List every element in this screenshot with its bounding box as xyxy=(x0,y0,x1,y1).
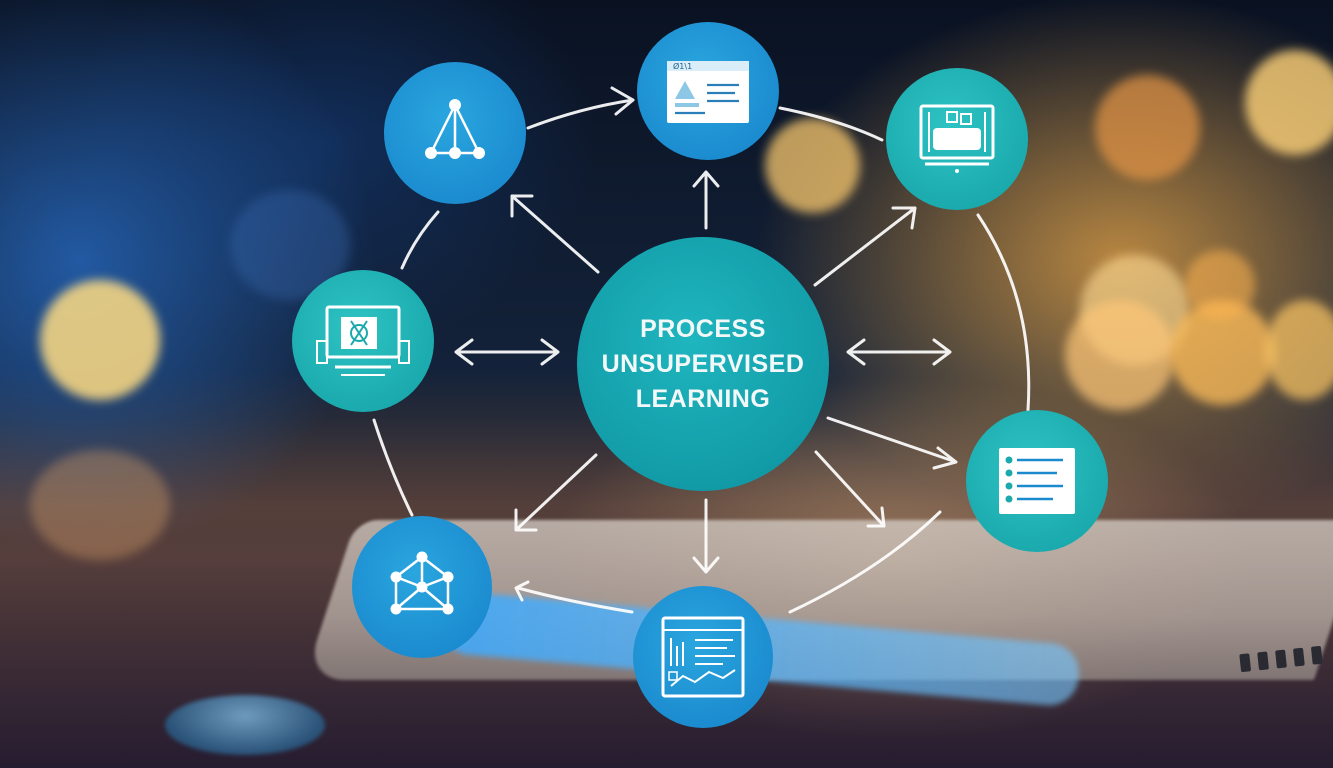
arrow-right-down xyxy=(826,416,958,470)
ring-arc xyxy=(976,213,1031,412)
bokeh-light xyxy=(1185,250,1255,320)
dashboard-icon xyxy=(661,616,745,698)
bokeh-light xyxy=(1095,75,1200,180)
bokeh-light xyxy=(1265,300,1333,400)
center-line-2: UNSUPERVISED xyxy=(601,349,805,378)
arrow-up xyxy=(692,170,720,230)
ring-arc xyxy=(788,510,942,614)
arrow-down xyxy=(692,498,720,574)
ring-arc xyxy=(526,98,635,130)
bokeh-light xyxy=(40,280,160,400)
bokeh-light xyxy=(1245,50,1333,155)
arrow-left-double xyxy=(454,338,560,366)
node-web-document: Ø1\1 xyxy=(637,22,779,160)
node-desktop-monitor xyxy=(292,270,434,412)
arrow-down-left xyxy=(514,453,598,532)
cube-graph-icon xyxy=(390,551,454,615)
desktop-monitor-icon xyxy=(316,305,410,376)
laptop-screen-icon xyxy=(919,104,995,173)
web-document-icon: Ø1\1 xyxy=(667,61,749,123)
web-document-caption: Ø1\1 xyxy=(673,61,692,71)
node-cube-graph xyxy=(352,516,492,658)
checklist-icon xyxy=(999,448,1075,514)
arrow-upright xyxy=(813,206,917,287)
center-line-1: PROCESS xyxy=(640,314,766,343)
node-network-triangle xyxy=(384,62,526,204)
bokeh-light xyxy=(765,118,860,213)
ring-arc xyxy=(372,418,414,517)
arrowhead xyxy=(514,580,530,602)
arrow-right-double xyxy=(846,338,952,366)
ring-arc xyxy=(400,210,440,270)
glowing-puck xyxy=(165,695,325,755)
arrow-upleft xyxy=(510,194,600,274)
ring-arc xyxy=(516,586,634,614)
node-laptop-display xyxy=(886,68,1028,210)
node-data-dashboard xyxy=(633,586,773,728)
bokeh-light xyxy=(1065,300,1175,410)
arrow-down-right xyxy=(814,450,886,528)
ring-arc xyxy=(778,106,884,142)
center-line-3: LEARNING xyxy=(635,384,771,413)
network-triangle-icon xyxy=(425,99,485,159)
center-node: PROCESS UNSUPERVISED LEARNING xyxy=(577,237,829,491)
bokeh-light xyxy=(30,450,170,560)
node-checklist xyxy=(966,410,1108,552)
arrowhead xyxy=(610,86,635,116)
